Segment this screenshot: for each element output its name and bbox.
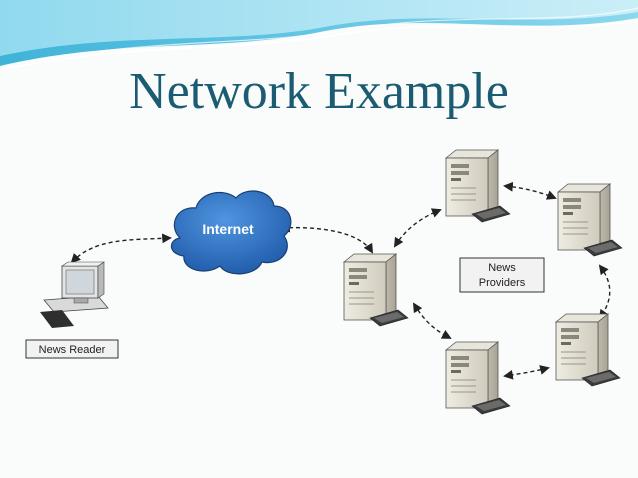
provider-server-right — [557, 183, 623, 257]
news-providers-label-box: News Providers — [459, 257, 545, 293]
connection-arrows — [70, 181, 611, 380]
news-providers-label-line1: News — [488, 262, 516, 274]
arrow-top-right — [503, 181, 557, 200]
news-reader-computer — [40, 261, 109, 328]
news-reader-label-box: News Reader — [25, 339, 119, 359]
header-wave-line-2 — [39, 7, 638, 61]
header-wave-front — [0, 0, 638, 56]
arrow-gateway-top — [393, 208, 442, 248]
provider-server-bottom-right — [555, 313, 621, 387]
network-diagram: Internet News Reader News Providers — [25, 149, 623, 415]
provider-server-top — [445, 149, 511, 223]
slide-title: Network Example — [129, 63, 509, 120]
arrow-internet-gateway — [280, 222, 374, 254]
arrow-gateway-bottom — [412, 302, 452, 339]
header-wave-line — [0, 19, 638, 71]
gateway-server — [343, 253, 409, 327]
news-reader-label: News Reader — [39, 344, 106, 356]
arrow-right-bottomright — [598, 264, 611, 320]
arrow-bottomright-bottom — [503, 365, 550, 380]
internet-cloud: Internet — [170, 190, 292, 275]
arrow-reader-internet — [70, 233, 172, 264]
provider-server-bottom — [445, 341, 511, 415]
news-providers-label-line2: Providers — [479, 277, 526, 289]
internet-label: Internet — [202, 221, 254, 237]
header-wave-banner — [0, 0, 638, 71]
